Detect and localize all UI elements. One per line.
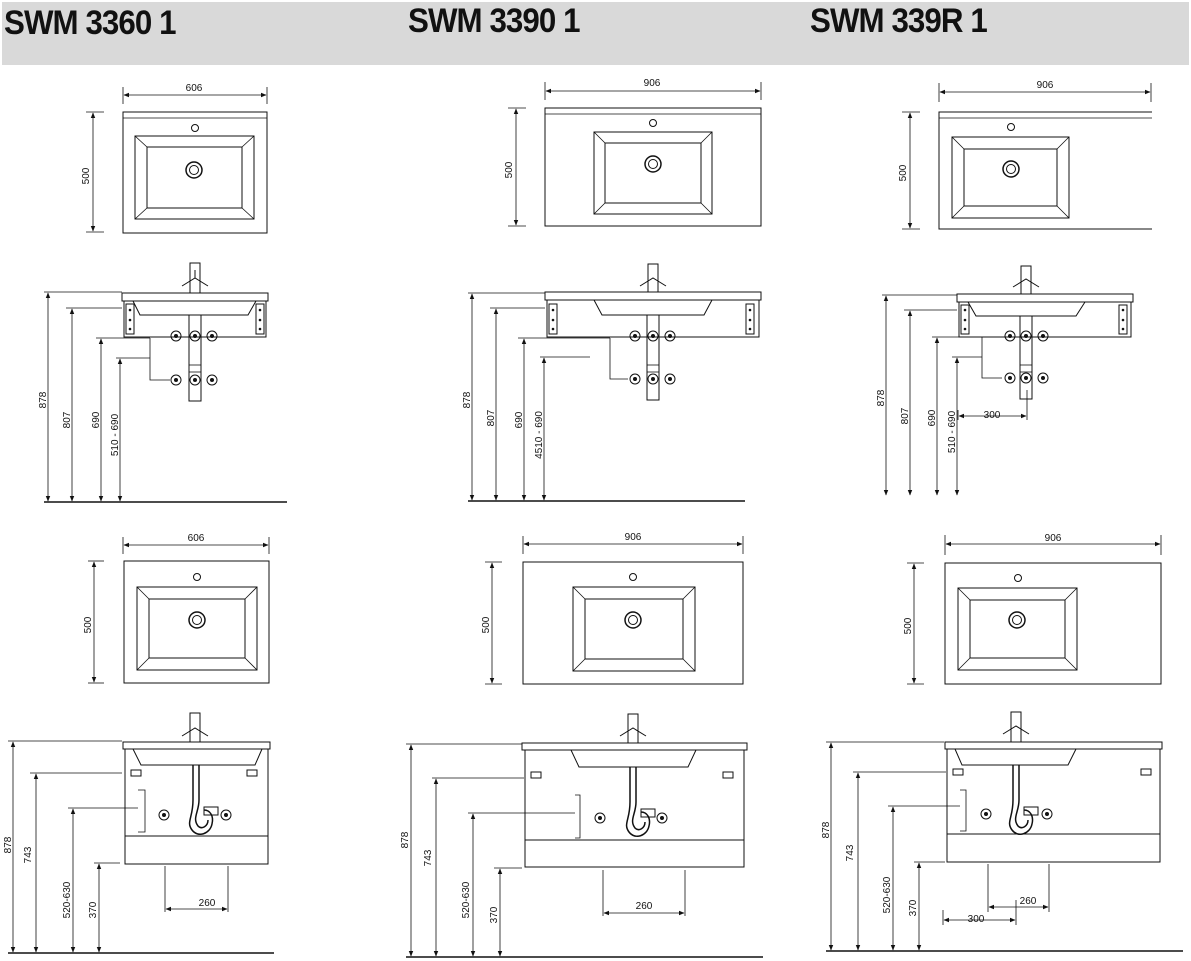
top-view-2-3: 906 500 bbox=[903, 533, 1162, 685]
height-2: 520-630 bbox=[461, 881, 472, 918]
model-title-2: SWM 3390 1 bbox=[408, 2, 581, 40]
depth-dimension: 500 bbox=[81, 167, 92, 184]
height-2: 690 bbox=[91, 411, 102, 428]
height-2: 520-630 bbox=[882, 876, 893, 913]
depth-dimension: 500 bbox=[903, 617, 914, 634]
top-view-2-2: 906 500 bbox=[481, 532, 744, 685]
top-view-3: 906 500 bbox=[898, 80, 1152, 230]
depth-dimension: 500 bbox=[898, 164, 909, 181]
total-height: 878 bbox=[821, 821, 832, 838]
top-view-2-1: 606 500 bbox=[83, 533, 270, 684]
total-height: 878 bbox=[3, 836, 14, 853]
depth-dimension: 500 bbox=[481, 616, 492, 633]
total-height: 878 bbox=[38, 391, 49, 408]
side-view-2: 878 807 690 4510 - 690 bbox=[462, 263, 762, 502]
height-3: 370 bbox=[88, 901, 99, 918]
height-1: 807 bbox=[900, 407, 911, 424]
height-3: 510 - 690 bbox=[947, 410, 958, 453]
width-dimension: 606 bbox=[186, 83, 203, 94]
width-dimension: 906 bbox=[1045, 533, 1062, 544]
height-1: 807 bbox=[486, 409, 497, 426]
height-3: 510 - 690 bbox=[110, 413, 121, 456]
top-view-1: 606 500 bbox=[81, 83, 268, 234]
height-1: 743 bbox=[845, 844, 856, 861]
side-view-3: 878 807 690 510 - 690 300 bbox=[876, 265, 1134, 496]
offset-dimension: 300 bbox=[968, 914, 985, 925]
width-dimension: 906 bbox=[625, 532, 642, 543]
model-1-drawings: 606 500 878 807 bbox=[3, 83, 287, 954]
model-title-3: SWM 339R 1 bbox=[810, 2, 988, 40]
total-height: 878 bbox=[876, 389, 887, 406]
total-height: 878 bbox=[462, 391, 473, 408]
width-dimension: 906 bbox=[644, 78, 661, 89]
side-view-1: 878 807 690 510 - 690 bbox=[38, 262, 287, 503]
width-dimension: 906 bbox=[1037, 80, 1054, 91]
drain-dimension: 260 bbox=[1020, 896, 1037, 907]
drain-dimension: 260 bbox=[199, 898, 216, 909]
model-2-drawings: 906 500 878 807 bbox=[400, 78, 763, 958]
depth-dimension: 500 bbox=[504, 161, 515, 178]
height-1: 807 bbox=[62, 411, 73, 428]
front-view-2: 878 743 520-630 370 bbox=[400, 713, 763, 958]
width-dimension: 606 bbox=[188, 533, 205, 544]
height-2: 690 bbox=[514, 411, 525, 428]
model-title-1: SWM 3360 1 bbox=[4, 4, 177, 42]
height-3: 370 bbox=[489, 906, 500, 923]
height-2: 690 bbox=[927, 409, 938, 426]
top-view-2: 906 500 bbox=[504, 78, 762, 227]
depth-dimension: 500 bbox=[83, 616, 94, 633]
title-bar: SWM 3360 1 SWM 3390 1 SWM 339R 1 bbox=[2, 2, 1189, 65]
total-height: 878 bbox=[400, 831, 411, 848]
offset-dimension: 300 bbox=[984, 410, 1001, 421]
front-view-1: 878 743 520-630 370 bbox=[3, 712, 274, 954]
height-1: 743 bbox=[423, 849, 434, 866]
height-3: 4510 - 690 bbox=[534, 411, 545, 459]
height-2: 520-630 bbox=[62, 881, 73, 918]
model-3-drawings: 906 500 878 807 690 bbox=[821, 80, 1183, 952]
height-1: 743 bbox=[23, 846, 34, 863]
front-view-3: 878 743 520-630 370 bbox=[821, 711, 1183, 952]
height-3: 370 bbox=[908, 899, 919, 916]
drain-dimension: 260 bbox=[636, 901, 653, 912]
